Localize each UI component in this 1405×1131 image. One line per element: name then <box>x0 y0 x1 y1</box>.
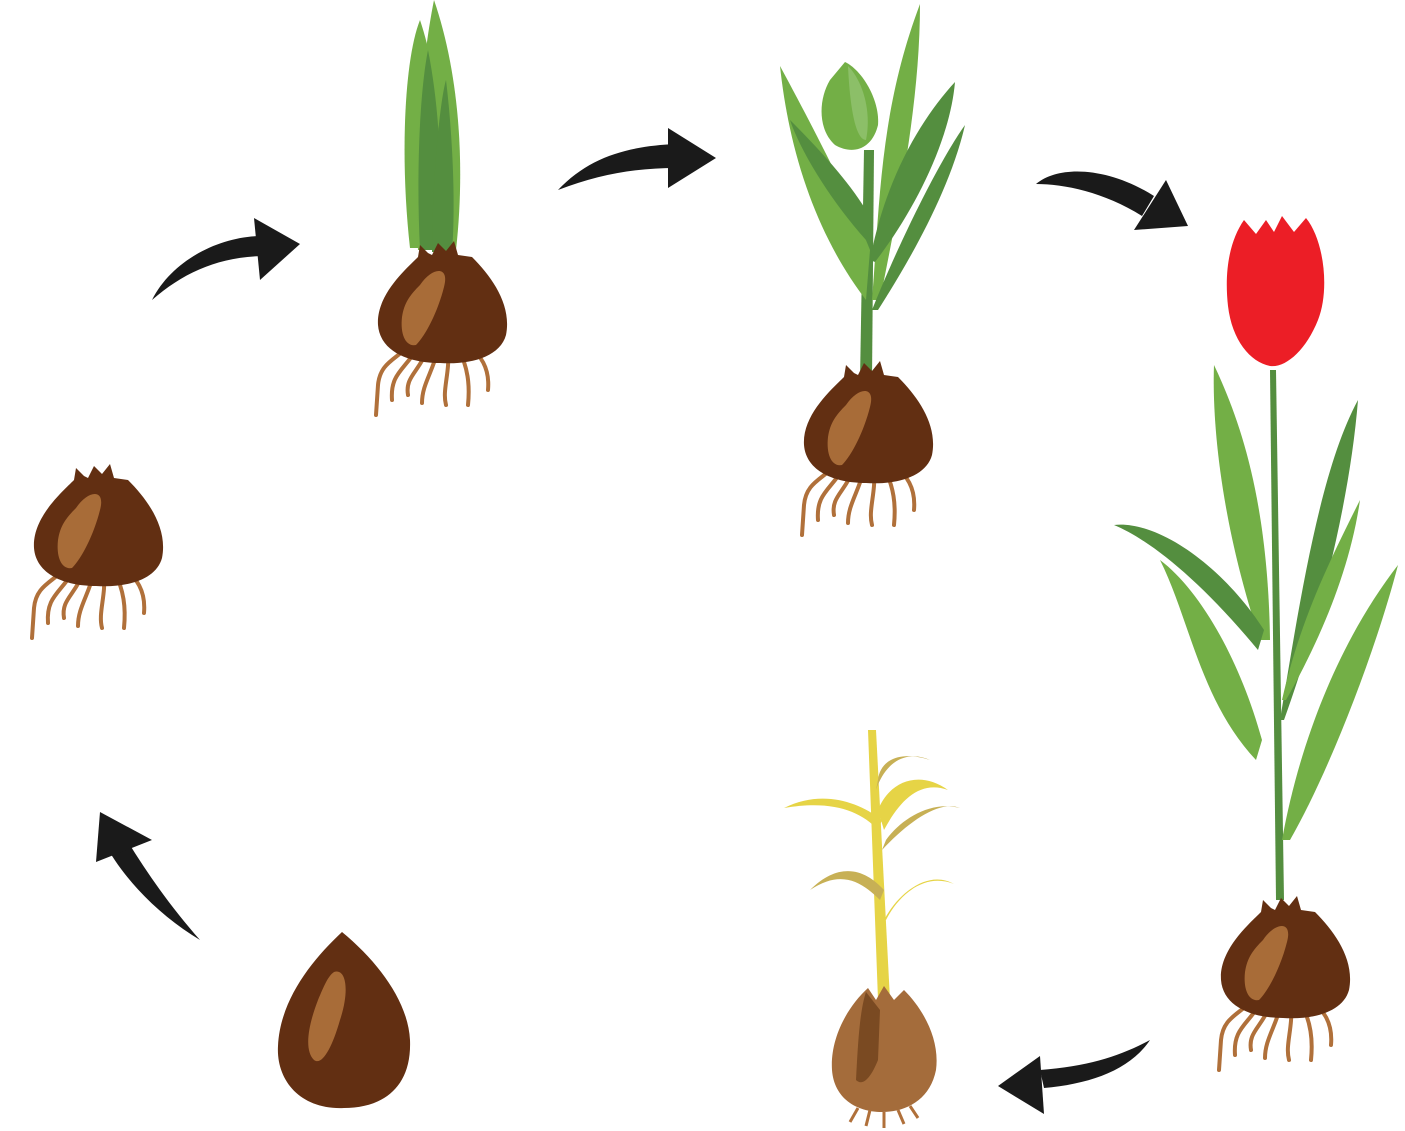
bulb-icon <box>278 932 410 1108</box>
stage-bulb <box>278 932 410 1108</box>
arrow-2-icon <box>558 128 716 190</box>
arrow-3-icon <box>1036 172 1188 231</box>
stage-withering-plant <box>784 730 960 1128</box>
stage-rooted-bulb-left <box>32 464 163 638</box>
stage-leafy-plant <box>780 4 965 535</box>
arrow-5-icon <box>96 812 200 940</box>
cycle-arrows <box>96 128 1188 1114</box>
arrow-4-icon <box>998 1040 1150 1114</box>
stage-sprout <box>376 0 507 415</box>
stage-flowering-tulip <box>1114 216 1398 1070</box>
dormant-bulb-icon <box>832 986 937 1112</box>
arrow-1-icon <box>152 218 300 300</box>
tulip-flower-icon <box>1227 216 1324 366</box>
